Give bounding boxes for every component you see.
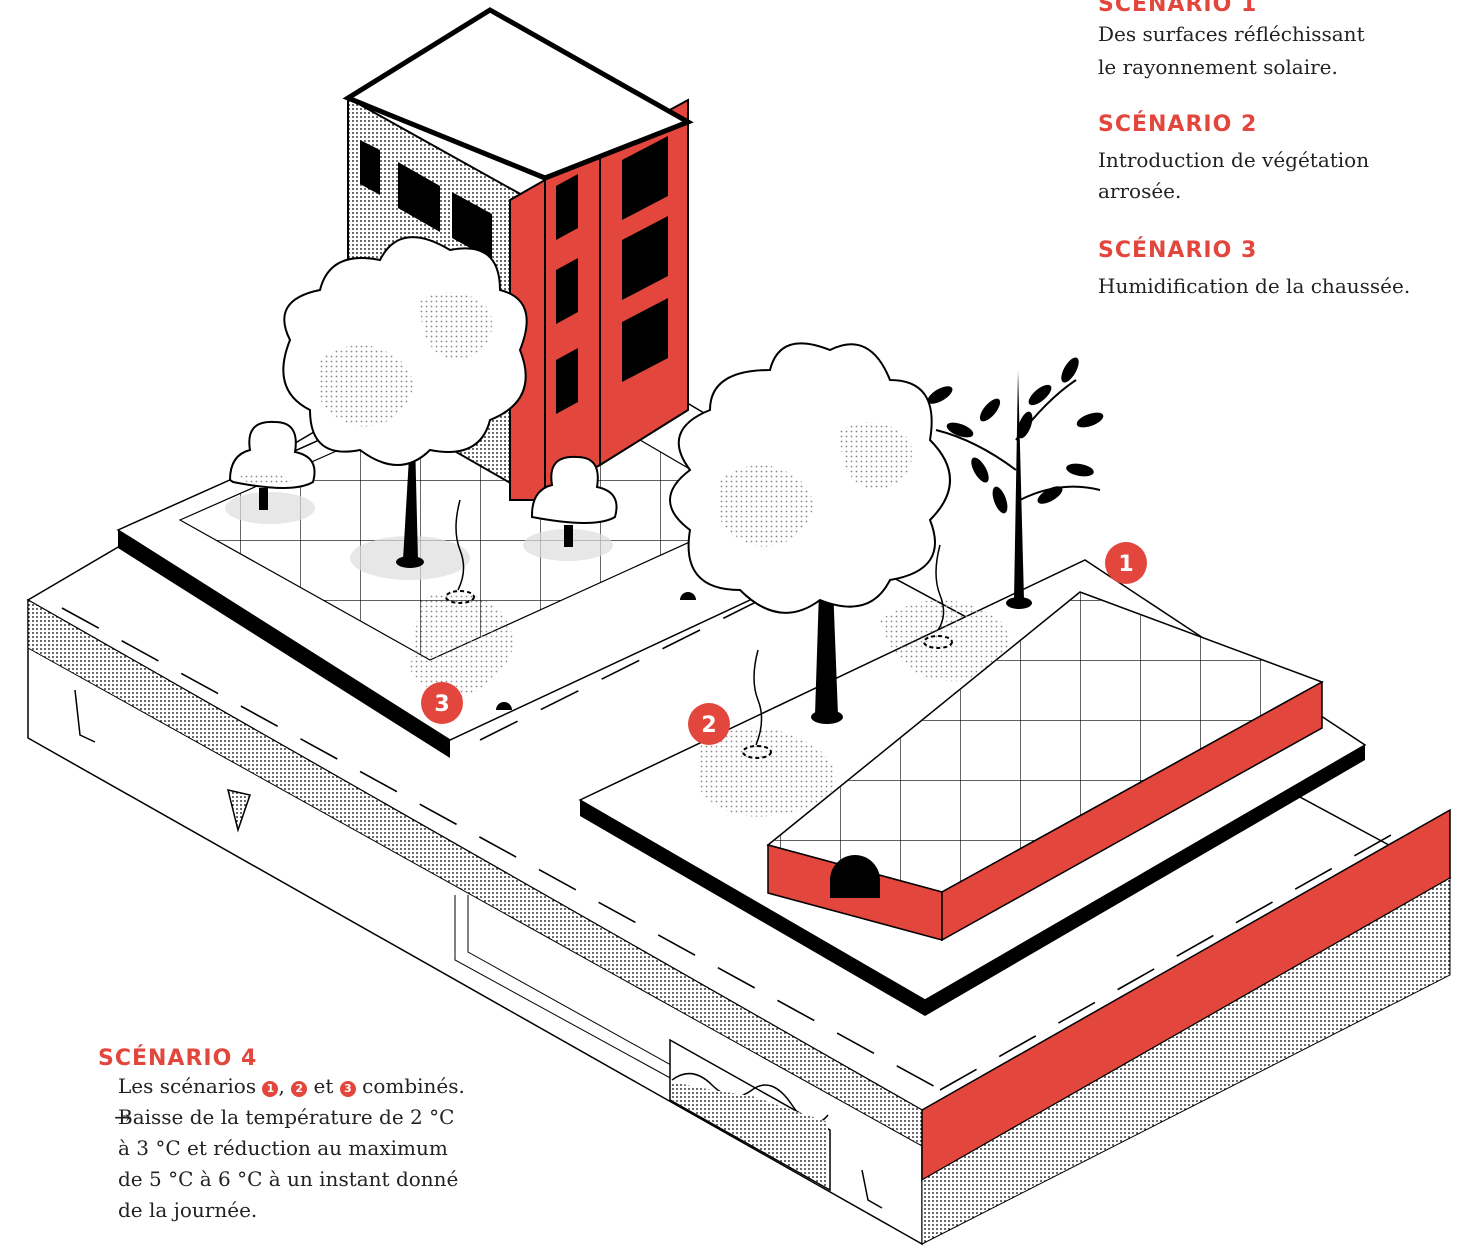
scenario-4-legend: SCÉNARIO 4 Les scénarios 1, 2 et 3 combi…	[98, 1046, 528, 1226]
number-badge-2: 2	[291, 1081, 307, 1097]
scenario-4-heading: SCÉNARIO 4	[98, 1046, 528, 1071]
marker-2: 2	[688, 703, 730, 745]
scenario-4-result: → Baisse de la température de 2 °C à 3 °…	[98, 1102, 528, 1226]
result-line-2: à 3 °C et réduction au maximum	[98, 1133, 528, 1164]
scenario-2-line-1: Introduction de végétation	[1098, 145, 1458, 176]
combined-conjunction: et	[314, 1074, 334, 1098]
combined-separator: ,	[278, 1074, 284, 1098]
scenario-3-legend: SCÉNARIO 3 Humidification de la chaussée…	[1098, 238, 1458, 302]
svg-text:1: 1	[1118, 552, 1133, 577]
combined-prefix: Les scénarios	[118, 1074, 256, 1098]
scenario-1-line-2: le rayonnement solaire.	[1098, 52, 1458, 83]
marker-1: 1	[1105, 542, 1147, 584]
scenario-2-line-2: arrosée.	[1098, 176, 1458, 207]
scenario-2-heading: SCÉNARIO 2	[1098, 112, 1458, 137]
scenario-1-line-1: Des surfaces réfléchissant	[1098, 19, 1458, 50]
svg-text:2: 2	[701, 713, 716, 738]
scenario-3-line-1: Humidification de la chaussée.	[1098, 271, 1458, 302]
scenario-1-heading: SCÉNARIO 1	[1098, 0, 1458, 17]
svg-text:3: 3	[434, 692, 449, 717]
number-badge-3: 3	[340, 1081, 356, 1097]
scenario-1-legend: SCÉNARIO 1 Des surfaces réfléchissant le…	[1098, 0, 1458, 83]
arrow-icon: →	[94, 1102, 131, 1133]
scenario-4-combined: Les scénarios 1, 2 et 3 combinés.	[98, 1071, 528, 1102]
number-badge-1: 1	[262, 1081, 278, 1097]
marker-3: 3	[421, 682, 463, 724]
result-line-4: de la journée.	[98, 1195, 528, 1226]
combined-suffix: combinés.	[362, 1074, 465, 1098]
result-line-3: de 5 °C à 6 °C à un instant donné	[98, 1164, 528, 1195]
result-line-1: Baisse de la température de 2 °C	[98, 1102, 528, 1133]
scenario-2-legend: SCÉNARIO 2 Introduction de végétation ar…	[1098, 112, 1458, 207]
scenario-3-heading: SCÉNARIO 3	[1098, 238, 1458, 263]
